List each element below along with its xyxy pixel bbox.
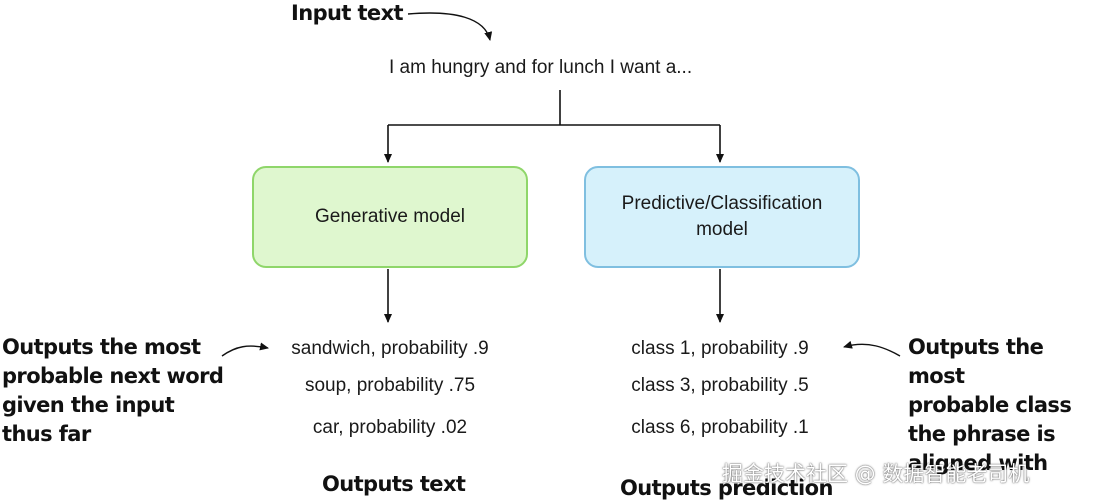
predictive-annotation-line: probable class xyxy=(908,393,1072,417)
generative-output-1: sandwich, probability .9 xyxy=(291,338,489,359)
predictive-annotation-line: aligned with xyxy=(908,451,1048,475)
generative-annotation-line: probable next word xyxy=(2,364,224,388)
input-label-arrow xyxy=(407,12,493,41)
predictive-model-label-line-1: Predictive/Classification xyxy=(621,193,823,214)
generative-annotation-line: given the input xyxy=(2,393,175,417)
generative-annotation-line: Outputs the most xyxy=(2,335,201,359)
predictive-model-label-line-2: model xyxy=(696,219,748,240)
predictive-output-3: class 6, probability .1 xyxy=(631,417,809,438)
generative-output-2: soup, probability .75 xyxy=(304,375,476,396)
generative-annotation: Outputs the most probable next word give… xyxy=(2,333,224,449)
generative-annotation-line: thus far xyxy=(2,422,91,446)
input-sentence: I am hungry and for lunch I want a... xyxy=(389,57,693,78)
generative-footer: Outputs text xyxy=(322,472,466,496)
predictive-annotation: Outputs the most probable class the phra… xyxy=(908,333,1100,478)
predictive-model-box: Predictive/Classification model xyxy=(584,166,860,268)
predictive-output-1: class 1, probability .9 xyxy=(631,338,809,359)
predictive-output-2: class 3, probability .5 xyxy=(631,375,809,396)
predictive-annotation-line: Outputs the most xyxy=(908,335,1044,388)
predictive-annotation-arrow xyxy=(843,340,901,357)
generative-model-box: Generative model xyxy=(252,166,528,268)
generative-annotation-arrow xyxy=(221,342,269,357)
predictive-footer: Outputs prediction xyxy=(620,476,833,500)
watermark-text: 掘金技术社区 @ 数据智能老司机 xyxy=(722,462,1030,486)
generative-model-label: Generative model xyxy=(315,206,465,227)
input-text-label: Input text xyxy=(291,1,404,25)
predictive-annotation-line: the phrase is xyxy=(908,422,1056,446)
generative-output-3: car, probability .02 xyxy=(312,417,468,438)
